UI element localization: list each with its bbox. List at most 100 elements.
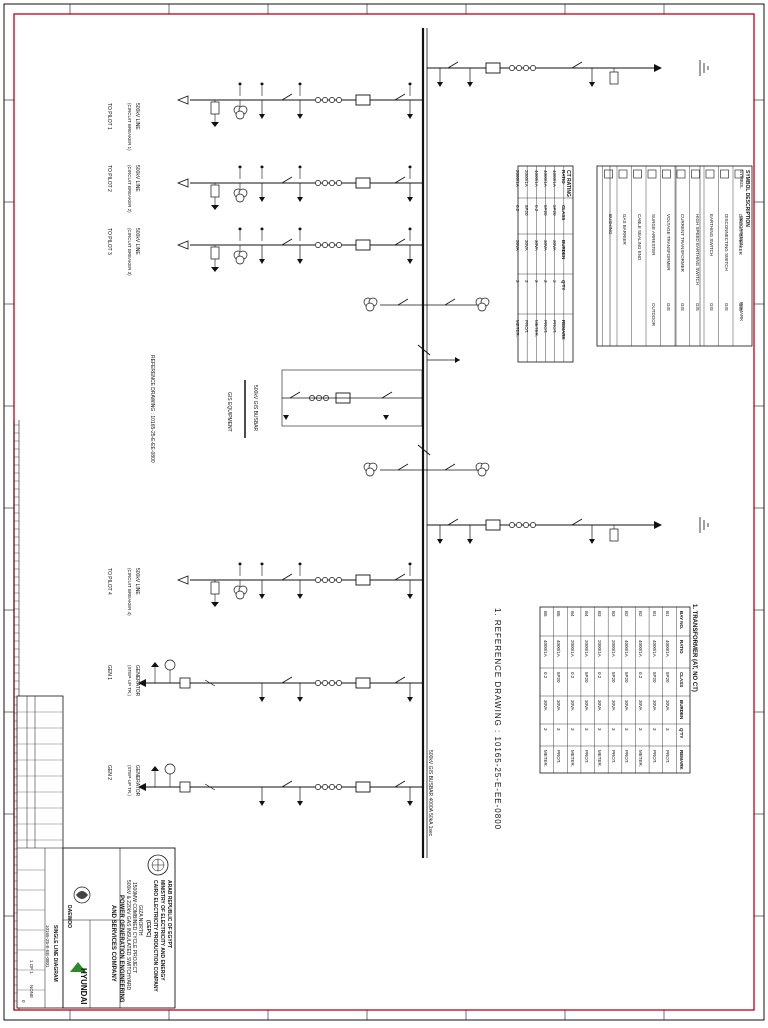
ground-icon xyxy=(297,801,303,806)
tr-cell: METER. xyxy=(569,750,575,768)
current-transformer-icon xyxy=(530,522,536,528)
tr-cell: B5 xyxy=(556,611,562,617)
tr-cell: B4 xyxy=(569,611,575,617)
disconnector-icon xyxy=(281,676,293,684)
legend-remark: GIS xyxy=(680,303,685,311)
tr-cell: 30VA xyxy=(556,700,562,711)
tr-cell: 30VA xyxy=(665,700,671,711)
bay-label-6: GENERATOR xyxy=(134,765,140,797)
line-arrow-icon xyxy=(176,95,189,105)
ground-icon xyxy=(151,766,159,771)
ground-icon xyxy=(589,539,595,544)
ct-cell: 4000/1A xyxy=(551,170,557,187)
ct-cell: METER. xyxy=(515,320,521,338)
busbar-note-upper: 500kV GIS BUSBAR xyxy=(252,385,258,432)
ct-cell: 30VA xyxy=(551,240,557,251)
legend-symbol-icon xyxy=(604,169,613,179)
current-transformer-icon xyxy=(336,577,342,583)
tr-cell: 4000/1A xyxy=(665,640,671,657)
bay-sub-3: (CIRCUIT BREAKER 3) xyxy=(127,228,132,276)
cable-sealing-end-icon xyxy=(179,781,191,793)
bay-name-4: TO PILOT 4 xyxy=(106,568,112,595)
circuit-breaker-icon xyxy=(355,239,371,251)
tr-cell: 3 xyxy=(624,728,630,731)
legend-remark: GIS xyxy=(738,303,743,311)
line-note: GIS EQUIPMENT xyxy=(226,392,232,432)
disconnector-icon xyxy=(394,93,406,101)
ground-icon xyxy=(467,539,473,544)
legend-desc: CURRENT TRANSFORMER xyxy=(680,214,685,272)
ground-icon xyxy=(437,539,443,544)
ground-icon xyxy=(211,267,219,272)
cable-mark xyxy=(204,679,216,687)
terminal-dot xyxy=(408,82,412,86)
terminal-dot xyxy=(238,227,242,231)
legend-desc: BUSHING xyxy=(607,214,613,235)
ground-icon xyxy=(297,594,303,599)
ground-icon xyxy=(259,197,265,202)
cable-mark xyxy=(204,783,216,791)
terminal-dot xyxy=(298,562,302,566)
current-transformer-icon xyxy=(336,242,342,248)
ct-cell: 30VA xyxy=(542,240,548,251)
ground-icon xyxy=(211,205,219,210)
tr-cell: B2 xyxy=(624,611,630,617)
voltage-transformer-icon xyxy=(235,590,245,600)
circuit-breaker-icon xyxy=(355,781,371,793)
legend-remark: GIS xyxy=(665,303,671,311)
ground-icon xyxy=(259,594,265,599)
outer-border xyxy=(3,3,765,1021)
tr-cell: 30VA xyxy=(638,700,644,711)
ct-cell: 4000/1A xyxy=(542,170,548,187)
disconnector-icon xyxy=(281,93,293,101)
ground-icon xyxy=(455,357,460,363)
ct-cell: 2000/1A xyxy=(524,170,530,187)
circuit-breaker-icon xyxy=(355,677,371,689)
tr-cell: PROT. xyxy=(556,750,562,764)
revision-block xyxy=(16,695,64,1009)
bay-name-3: TO PILOT 3 xyxy=(106,228,112,255)
current-transformer-icon xyxy=(530,65,536,71)
current-transformer-icon xyxy=(336,784,342,790)
bay-label-5: GENERATOR xyxy=(134,665,140,697)
disconnector-icon xyxy=(444,298,456,306)
terminal-dot xyxy=(298,165,302,169)
terminal-dot xyxy=(408,562,412,566)
disconnector-icon xyxy=(394,238,406,246)
current-transformer-icon xyxy=(322,242,328,248)
ct-cell: 30VA xyxy=(515,240,521,251)
tr-cell: 3 xyxy=(583,728,589,731)
legend-desc: VOLTAGE TRANSFORMER xyxy=(665,214,671,271)
ct-cell: 2000/1A xyxy=(515,170,521,187)
bus-section-switch-icon xyxy=(417,344,431,356)
tr-cell: PROT. xyxy=(610,750,616,764)
tr-cell: 5P20 xyxy=(556,672,562,683)
tb-drawing-no: 10165-25-E-EE-0801 xyxy=(45,925,50,968)
legend-remark: GIS xyxy=(723,303,729,311)
tr-cell: 4000/1A xyxy=(542,640,548,657)
bay-sub-5: (STEP-UP TR.) xyxy=(127,665,132,696)
voltage-transformer-icon xyxy=(365,302,375,312)
tr-cell: 2000/1A xyxy=(583,640,589,657)
tr-cell: METER. xyxy=(597,750,603,768)
bay-name-1: TO PILOT 1 xyxy=(106,103,112,130)
terminal-dot xyxy=(408,227,412,231)
tb-project-2: 1500MW COMBINED CYCLE PROJECT xyxy=(131,882,137,974)
tr-cell: B1 xyxy=(651,611,657,617)
disconnector-icon xyxy=(281,238,293,246)
bay-label-4: 500kV LINE xyxy=(134,568,140,595)
disconnector-icon xyxy=(571,518,583,526)
tr-cell: B1 xyxy=(665,611,671,617)
legend-symbol-icon xyxy=(662,169,671,179)
surge-arrester-icon xyxy=(210,101,220,115)
ground-icon xyxy=(297,259,303,264)
surge-arrester-icon xyxy=(609,528,619,542)
disconnector-icon xyxy=(444,463,456,471)
ct-cell: PROT. xyxy=(542,320,548,334)
tr-cell: B2 xyxy=(638,611,644,617)
legend-symbol-icon xyxy=(618,169,628,179)
transformer-table-title: 1. TRANSFORMER (AT, NO CT) xyxy=(691,604,697,692)
bay-sub-4: (CIRCUIT BREAKER 4) xyxy=(127,568,132,616)
current-transformer-icon xyxy=(329,680,335,686)
